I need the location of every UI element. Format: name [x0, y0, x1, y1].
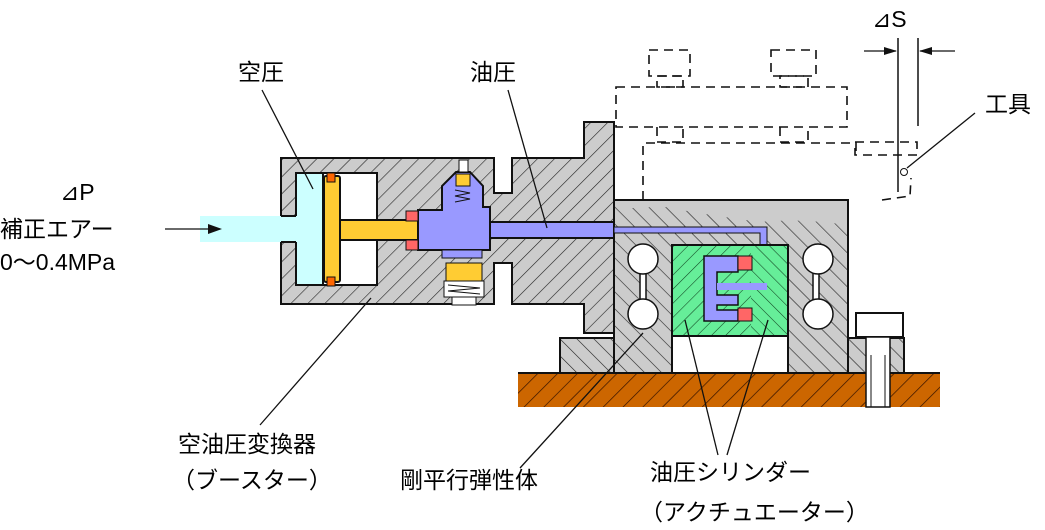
label-pressure-range: 0～0.4MPa: [0, 249, 115, 275]
tool-outline: [615, 38, 919, 201]
hydraulic-cylinder: [671, 244, 789, 337]
label-air-pressure: 空圧: [238, 60, 284, 86]
label-hydraulic-cylinder: 油圧シリンダー: [650, 460, 811, 486]
label-booster: 空油圧変換器: [178, 432, 316, 458]
booster-body: [200, 121, 615, 334]
piston-rod: [339, 219, 427, 241]
label-booster-sub: （ブースター）: [172, 468, 332, 494]
label-actuator: （アクチュエーター）: [640, 500, 869, 526]
label-delta-s: ⊿S: [872, 6, 907, 32]
label-tool: 工具: [985, 92, 1031, 118]
label-rigid-elastic-body: 剛平行弾性体: [400, 468, 538, 494]
oil-chamber: [417, 171, 491, 251]
label-delta-p: ⊿P: [60, 179, 95, 205]
air-chamber: [295, 172, 324, 286]
air-piston: [323, 175, 341, 283]
oil-line: [489, 221, 615, 239]
label-oil-pressure: 油圧: [470, 60, 516, 86]
label-correction-air: 補正エアー: [0, 217, 114, 243]
